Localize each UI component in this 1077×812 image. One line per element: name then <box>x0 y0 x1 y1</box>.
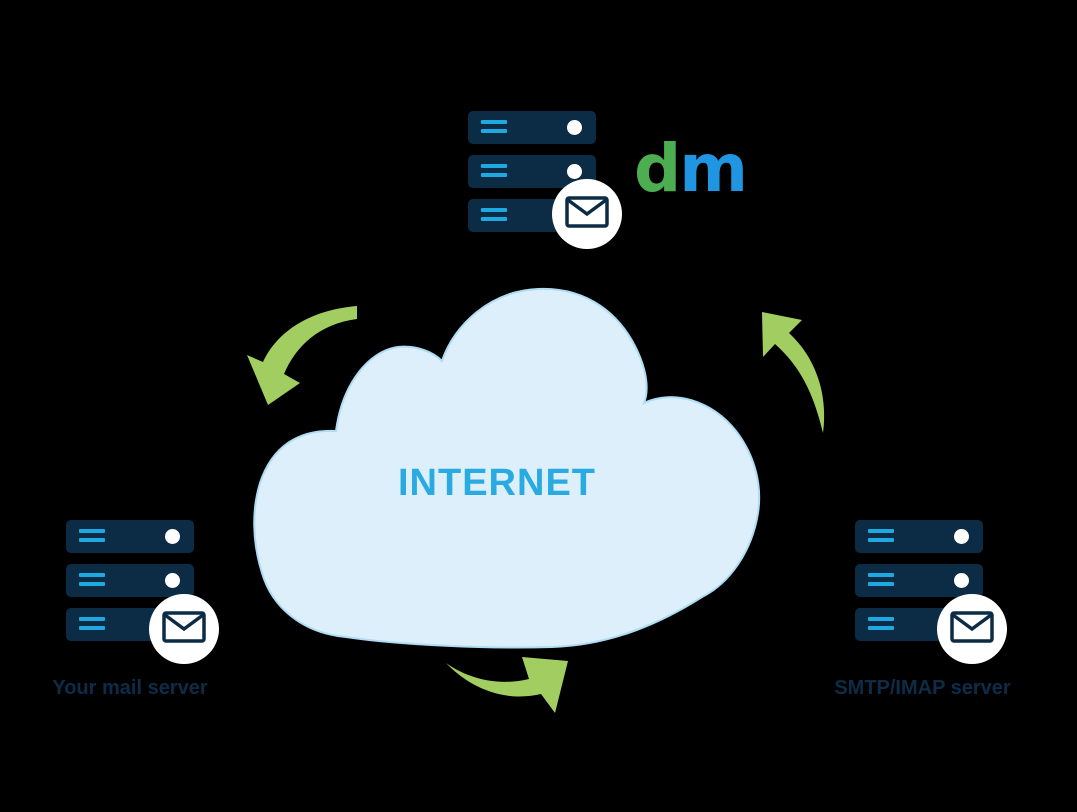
curved-arrow-up-right-icon <box>446 657 568 713</box>
left-server-caption: Your mail server <box>52 677 208 699</box>
status-dot <box>954 529 969 544</box>
led-lines <box>868 573 894 591</box>
logo-letter-m: m <box>679 130 748 207</box>
envelope-icon <box>162 610 206 648</box>
status-dot <box>567 120 582 135</box>
led-lines <box>481 164 507 182</box>
envelope-badge <box>552 179 622 249</box>
led-lines <box>79 617 105 635</box>
envelope-badge <box>937 594 1007 664</box>
led-lines <box>868 529 894 547</box>
envelope-icon <box>950 610 994 648</box>
led-lines <box>481 208 507 226</box>
server-row <box>855 520 983 553</box>
envelope-icon <box>565 195 609 233</box>
led-lines <box>481 120 507 138</box>
server-row <box>66 520 194 553</box>
server-stack-left <box>66 520 194 652</box>
status-dot <box>954 573 969 588</box>
right-server-caption: SMTP/IMAP server <box>834 677 1011 699</box>
server-row <box>468 111 596 144</box>
curved-arrow-up-left-icon <box>762 312 825 433</box>
status-dot <box>165 573 180 588</box>
internet-cloud <box>253 287 761 649</box>
envelope-badge <box>149 594 219 664</box>
dm-logo: dm <box>634 136 748 202</box>
curved-arrow-down-left-icon <box>247 306 357 405</box>
led-lines <box>868 617 894 635</box>
logo-letter-d: d <box>634 130 681 207</box>
internet-label: INTERNET <box>398 462 596 504</box>
server-row <box>855 564 983 597</box>
led-lines <box>79 529 105 547</box>
status-dot <box>567 164 582 179</box>
status-dot <box>165 529 180 544</box>
led-lines <box>79 573 105 591</box>
server-row <box>66 564 194 597</box>
